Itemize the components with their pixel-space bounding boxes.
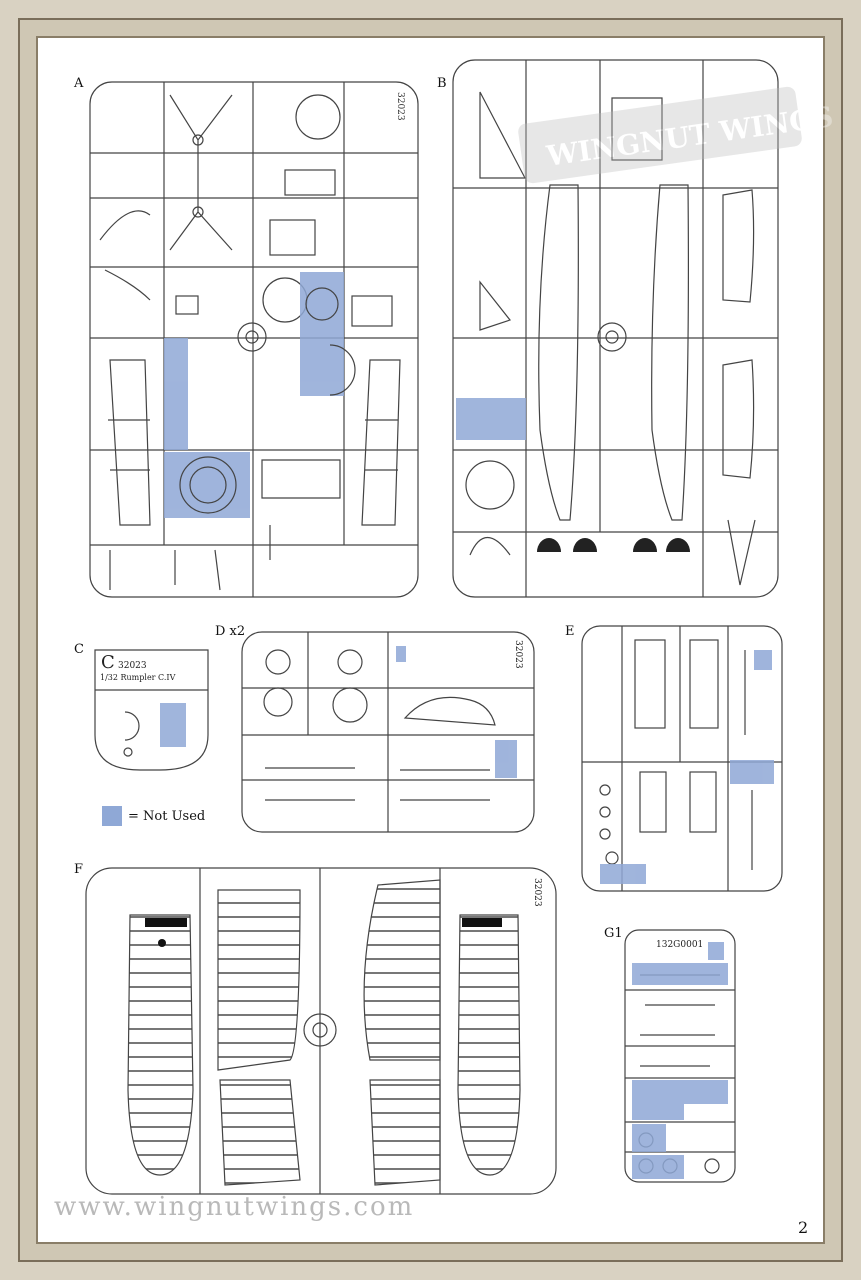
website-url: www.wingnutwings.com (54, 1192, 415, 1222)
not-used-legend-label: = Not Used (128, 808, 206, 824)
sprue-f-wings (127, 879, 521, 1186)
sprue-a (89, 81, 419, 598)
sprue-label-e: E (565, 624, 575, 639)
page-number: 2 (798, 1218, 809, 1237)
sprue-label-g1: G1 (604, 926, 623, 941)
sprue-a-code: 32023 (395, 92, 405, 121)
sprue-d-not-used (396, 646, 517, 778)
sprue-d-code: 32023 (513, 640, 523, 669)
sprue-d (241, 631, 535, 833)
sprue-f-code: 32023 (532, 878, 542, 907)
sprue-e (581, 625, 783, 892)
sprue-label-a: A (74, 76, 84, 91)
sprue-label-f: F (74, 862, 84, 877)
not-used-legend: = Not Used (102, 806, 205, 826)
sprue-b (452, 59, 779, 598)
sprue-g1-not-used (632, 942, 728, 1179)
not-used-swatch (102, 806, 122, 826)
sprue-g1-code: 132G0001 (656, 940, 703, 950)
sprue-c-not-used (160, 703, 186, 747)
sprue-b-black-parts (537, 538, 690, 552)
sprue-f-black-parts (145, 918, 502, 947)
sprue-e-not-used (600, 650, 774, 884)
sprue-label-d: D x2 (215, 624, 246, 639)
sprue-label-c: C (74, 642, 84, 657)
sprue-b-not-used (456, 398, 526, 440)
watermark: WINGNUT WINGS (518, 86, 835, 184)
sprue-c-name: 1/32 Rumpler C.IV (100, 673, 176, 682)
sprue-c (94, 649, 209, 771)
sprue-c-code: 32023 (118, 661, 147, 671)
sprue-c-letter: C (101, 652, 115, 673)
sprue-label-b: B (437, 76, 447, 91)
sprue-a-not-used (164, 272, 344, 518)
